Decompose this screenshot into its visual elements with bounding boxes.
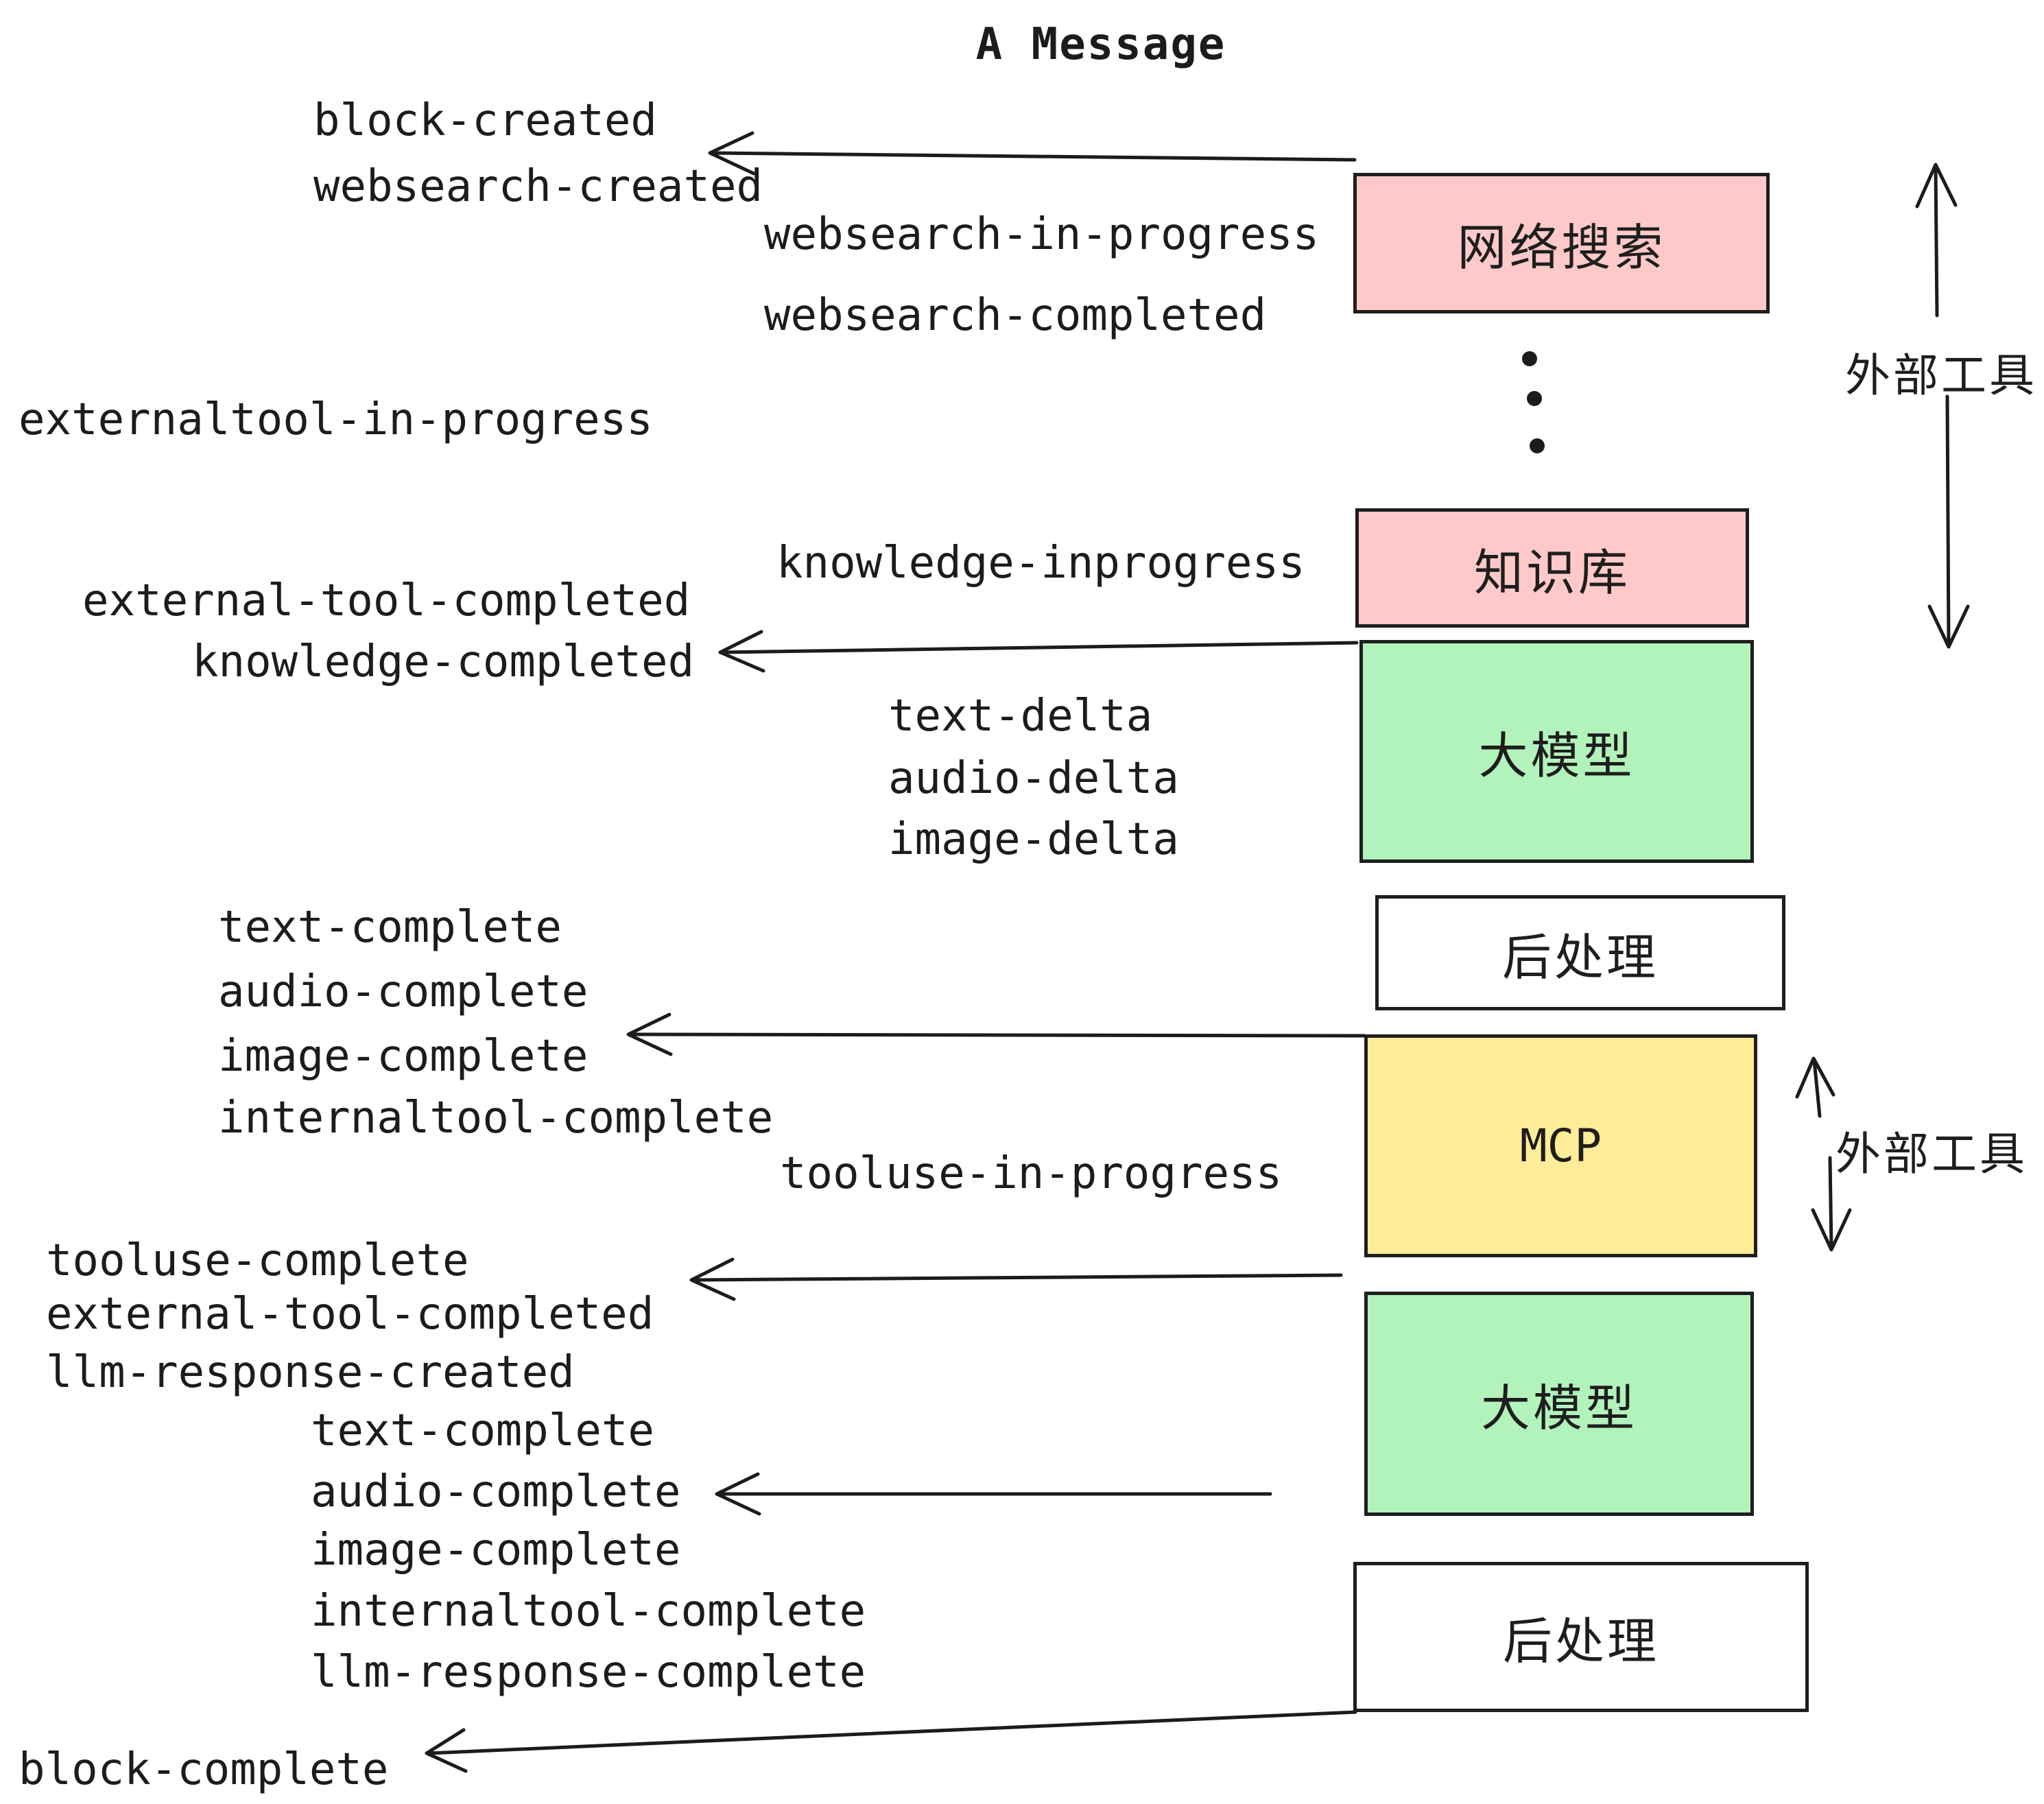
node-llm-1: 大模型 xyxy=(1359,640,1754,863)
node-knowledge-base: 知识库 xyxy=(1355,508,1749,628)
node-mcp-label: MCP xyxy=(1519,1119,1602,1172)
node-postprocess-1: 后处理 xyxy=(1375,895,1785,1010)
event-label-audio-complete: audio-complete xyxy=(218,966,589,1017)
arrow-left-icon xyxy=(425,1710,1357,1773)
arrow-down-icon xyxy=(1927,394,1970,649)
event-label-audio-delta: audio-delta xyxy=(888,753,1179,804)
node-postprocess-2: 后处理 xyxy=(1353,1562,1809,1712)
arrow-left-icon xyxy=(708,131,1357,176)
event-label-externaltool-in-progress: externaltool-in-progress xyxy=(19,394,653,445)
node-mcp: MCP xyxy=(1364,1034,1757,1257)
event-label-external-tool-completed-2: external-tool-completed xyxy=(46,1289,654,1340)
event-label-external-tool-completed: external-tool-completed xyxy=(82,575,691,626)
node-websearch-label: 网络搜索 xyxy=(1457,221,1666,276)
node-websearch: 网络搜索 xyxy=(1353,173,1770,313)
node-postprocess-2-label: 后处理 xyxy=(1502,1615,1659,1670)
page-title: A Message xyxy=(975,19,1226,70)
arrow-up-icon xyxy=(1915,163,1958,318)
event-label-block-created: block-created xyxy=(313,95,657,146)
node-knowledge-base-label: 知识库 xyxy=(1473,545,1630,601)
arrow-left-icon xyxy=(689,1257,1343,1301)
event-label-internaltool-complete: internaltool-complete xyxy=(218,1093,774,1143)
event-label-llm-response-created: llm-response-created xyxy=(46,1347,575,1398)
event-label-text-complete-2: text-complete xyxy=(311,1405,654,1456)
event-label-knowledge-completed: knowledge-completed xyxy=(192,637,695,687)
event-label-audio-complete-2: audio-complete xyxy=(311,1467,681,1517)
external-tools-label-mid: 外部工具 xyxy=(1835,1128,2028,1179)
external-tools-label-top: 外部工具 xyxy=(1845,350,2037,401)
node-llm-1-label: 大模型 xyxy=(1478,729,1635,784)
node-postprocess-1-label: 后处理 xyxy=(1501,930,1659,986)
event-label-image-complete-2: image-complete xyxy=(311,1525,681,1576)
event-label-websearch-completed: websearch-completed xyxy=(764,290,1267,341)
ellipsis-dots-icon xyxy=(1522,351,1545,453)
event-label-block-complete: block-complete xyxy=(19,1744,389,1795)
event-label-image-complete: image-complete xyxy=(218,1031,589,1082)
event-label-internaltool-complete-2: internaltool-complete xyxy=(311,1586,866,1637)
arrow-left-icon xyxy=(715,1472,1272,1516)
event-label-websearch-in-progress: websearch-in-progress xyxy=(764,209,1320,260)
event-label-tooluse-complete: tooluse-complete xyxy=(46,1235,469,1286)
event-label-tooluse-in-progress: tooluse-in-progress xyxy=(780,1148,1283,1199)
node-llm-2: 大模型 xyxy=(1364,1292,1754,1516)
event-label-knowledge-inprogress: knowledge-inprogress xyxy=(776,538,1305,589)
event-label-websearch-created: websearch-created xyxy=(313,161,763,212)
arrow-up-icon xyxy=(1795,1056,1835,1118)
event-label-text-delta: text-delta xyxy=(888,691,1153,741)
arrow-left-icon xyxy=(718,630,1359,673)
event-label-text-complete: text-complete xyxy=(218,902,562,953)
event-label-image-delta: image-delta xyxy=(888,814,1179,865)
node-llm-2-label: 大模型 xyxy=(1480,1381,1637,1436)
event-label-llm-response-complete: llm-response-complete xyxy=(311,1647,866,1698)
arrow-left-icon xyxy=(626,1012,1366,1056)
